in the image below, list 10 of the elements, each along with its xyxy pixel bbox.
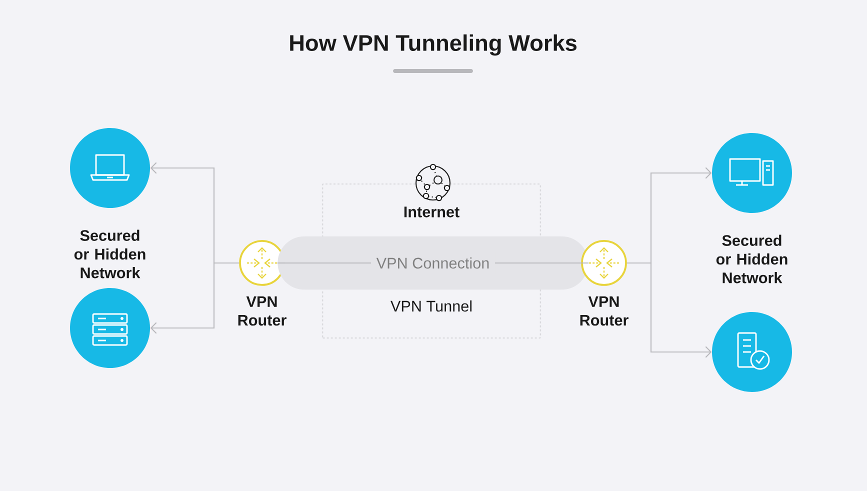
- title: How VPN Tunneling Works: [290, 34, 576, 56]
- box-label: VPN Tunnel: [390, 300, 472, 312]
- network-label: Secured or Hidden Network: [74, 230, 146, 278]
- tunnel-band: VPN Connection: [277, 236, 589, 290]
- arrow: [626, 262, 712, 358]
- router-label: VPN Router: [580, 296, 628, 326]
- box-heading: Internet: [404, 206, 460, 218]
- router-label: VPN Router: [238, 296, 286, 326]
- arrow: [150, 262, 240, 334]
- network-label: Secured or Hidden Network: [716, 234, 788, 284]
